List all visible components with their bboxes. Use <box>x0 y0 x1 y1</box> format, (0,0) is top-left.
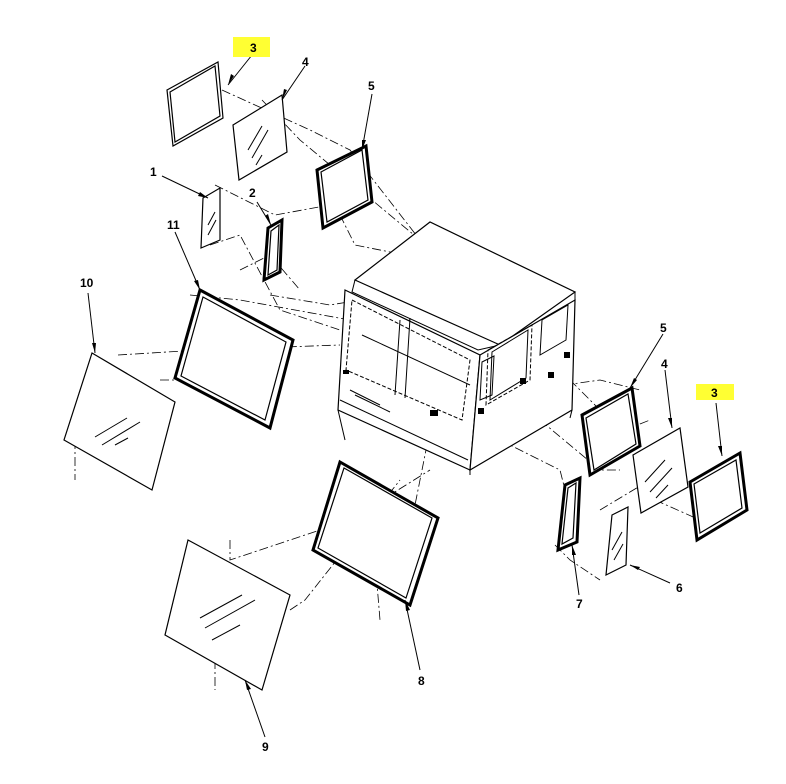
callout-8: 8 <box>418 674 425 688</box>
part-3-right-seal <box>688 450 749 543</box>
part-2-seal <box>262 217 284 283</box>
part-11-seal <box>173 287 295 431</box>
callout-6: 6 <box>676 581 683 595</box>
cab-body <box>337 221 577 475</box>
part-9-glass <box>164 539 291 691</box>
part-4-right-glass <box>632 427 689 514</box>
part-10-glass <box>63 352 176 491</box>
callout-10: 10 <box>80 276 94 290</box>
part-7-seal <box>556 475 582 553</box>
part-3-top-seal <box>166 61 224 147</box>
callout-5-right: 5 <box>660 321 667 335</box>
highlight-c3-top <box>233 37 270 57</box>
callout-11: 11 <box>167 218 180 232</box>
leader-lines <box>87 54 723 738</box>
callout-3-top: 3 <box>250 41 257 55</box>
callout-9: 9 <box>262 740 269 754</box>
part-5-right-seal <box>580 385 642 478</box>
callout-4-top: 4 <box>302 55 309 69</box>
callout-2: 2 <box>249 186 256 200</box>
callout-7: 7 <box>576 597 583 611</box>
callout-3-right: 3 <box>711 386 718 400</box>
part-6-glass <box>605 506 629 577</box>
callout-5-top: 5 <box>368 79 375 93</box>
highlight-c3-right <box>696 384 734 400</box>
part-5-top-seal <box>315 143 374 231</box>
part-1-glass <box>200 186 221 249</box>
callout-4-right: 4 <box>661 357 668 371</box>
callouts: 3 4 5 1 2 11 10 5 4 3 6 7 8 9 <box>80 37 734 754</box>
part-8-seal <box>311 459 440 608</box>
parts <box>63 61 749 691</box>
part-4-top-glass <box>232 93 288 181</box>
callout-1: 1 <box>150 165 157 179</box>
